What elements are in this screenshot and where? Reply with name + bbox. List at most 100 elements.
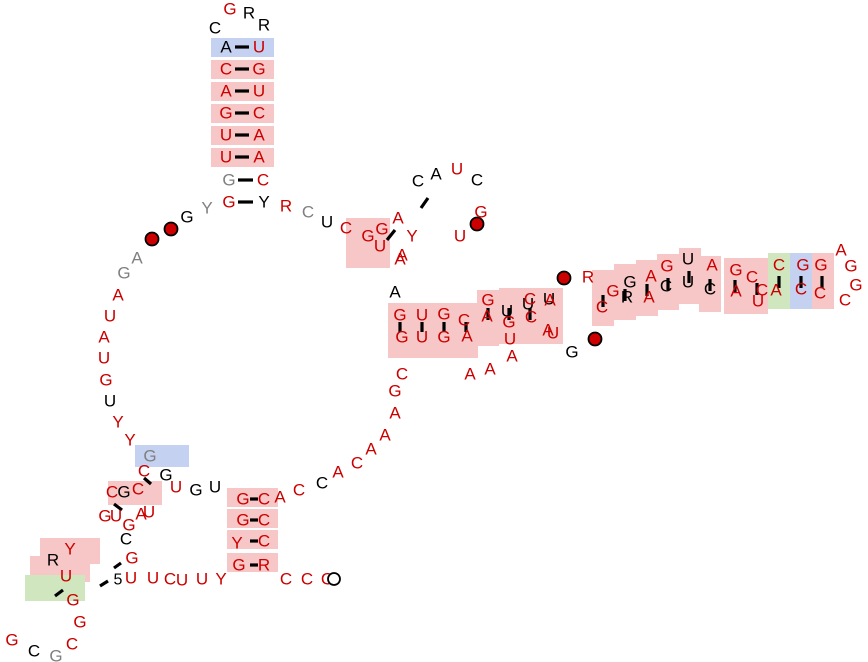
nucleotide: C xyxy=(773,256,785,275)
nucleotide: G xyxy=(49,647,62,662)
nucleotide: C xyxy=(340,219,352,238)
nucleotide: A xyxy=(506,347,518,366)
nucleotide: G xyxy=(236,490,249,509)
nucleotide: C xyxy=(316,474,328,493)
nucleotide: A xyxy=(770,281,782,300)
nucleotide: U xyxy=(543,290,555,309)
nucleotide: G xyxy=(844,257,857,276)
nucleotide: G xyxy=(122,516,135,535)
nucleotide: A xyxy=(464,365,476,384)
nucleotide: C xyxy=(258,511,270,530)
base-pair-bond xyxy=(99,579,109,588)
nucleotide: G xyxy=(117,264,130,283)
nucleotide: G xyxy=(814,256,827,275)
nucleotide: R xyxy=(258,556,270,575)
nucleotide: C xyxy=(814,284,826,303)
nucleotide: Y xyxy=(112,413,123,432)
nucleotide: G xyxy=(99,371,112,390)
nucleotide: U xyxy=(253,38,265,57)
nucleotide: C xyxy=(412,172,424,191)
nucleotide: A xyxy=(365,440,377,459)
nucleotide: C xyxy=(302,203,314,222)
nucleotide: G xyxy=(395,328,408,347)
nucleotide: Y xyxy=(215,570,226,589)
nucleotide: C xyxy=(458,311,470,330)
nucleotide: C xyxy=(756,281,768,300)
nucleotide: U xyxy=(60,567,72,586)
nucleotide: R xyxy=(243,4,255,23)
nucleotide: A xyxy=(220,38,232,57)
nucleotide: U xyxy=(98,349,110,368)
nucleotide: A xyxy=(730,282,742,301)
nucleotide: U xyxy=(220,148,232,167)
base-pair-highlight xyxy=(135,445,189,467)
modification-marker xyxy=(144,231,160,247)
nucleotide: U xyxy=(682,250,694,269)
nucleotide: G xyxy=(437,305,450,324)
nucleotide: U xyxy=(416,306,428,325)
nucleotide: U xyxy=(374,237,386,256)
nucleotide: R xyxy=(280,197,292,216)
nucleotide: C xyxy=(471,171,483,190)
nucleotide: G xyxy=(252,60,265,79)
nucleotide: C xyxy=(257,171,269,190)
nucleotide: G xyxy=(502,313,515,332)
base-pair-highlight xyxy=(227,553,278,572)
nucleotide: C xyxy=(106,483,118,502)
nucleotide: A xyxy=(645,267,657,286)
nucleotide: U xyxy=(504,330,516,349)
nucleotide: U xyxy=(752,292,764,311)
nucleotide: G xyxy=(66,591,79,610)
nucleotide: C xyxy=(258,532,270,551)
nucleotide: A xyxy=(131,249,143,268)
nucleotide: G xyxy=(606,282,619,301)
nucleotide: A xyxy=(220,82,232,101)
nucleotide: G xyxy=(388,382,401,401)
nucleotide: G xyxy=(143,447,156,466)
nucleotide: A xyxy=(379,426,391,445)
nucleotide: Y xyxy=(64,540,75,559)
base-pair-bond xyxy=(113,502,123,512)
nucleotide: A xyxy=(274,488,286,507)
base-pair-bond xyxy=(142,476,153,486)
nucleotide: U xyxy=(143,503,155,522)
nucleotide: G xyxy=(729,261,742,280)
nucleotide: Y xyxy=(201,199,212,218)
nucleotide: A xyxy=(389,404,401,423)
nucleotide: G xyxy=(159,466,172,485)
nucleotide: G xyxy=(393,306,406,325)
nucleotide: C xyxy=(704,280,716,299)
nucleotide: C xyxy=(351,454,363,473)
nucleotide: G xyxy=(98,507,111,526)
nucleotide: G xyxy=(236,511,249,530)
nucleotide: U xyxy=(176,571,188,590)
nucleotide: A xyxy=(542,321,554,340)
nucleotide: C xyxy=(524,290,536,309)
nucleotide: C xyxy=(28,642,40,661)
nucleotide: A xyxy=(484,360,496,379)
nucleotide: G xyxy=(565,343,578,362)
nucleotide: G xyxy=(437,328,450,347)
nucleotide: R xyxy=(621,288,633,307)
nucleotide: A xyxy=(135,505,147,524)
nucleotide: U xyxy=(451,160,463,179)
nucleotide: U xyxy=(253,82,265,101)
nucleotide: C xyxy=(525,308,537,327)
nucleotide: U xyxy=(547,324,559,343)
base-pair-highlight xyxy=(346,218,390,268)
nucleotide: A xyxy=(544,291,556,310)
nucleotide: U xyxy=(682,273,694,292)
nucleotide: A xyxy=(835,241,847,260)
nucleotide: C xyxy=(660,277,672,296)
nucleotide: U xyxy=(196,570,208,589)
nucleotide: C xyxy=(596,298,608,317)
nucleotide: G xyxy=(73,613,86,632)
nucleotide: A xyxy=(706,256,718,275)
modification-markers xyxy=(144,216,603,347)
nucleotide: U xyxy=(501,302,513,321)
nucleotide: G xyxy=(189,481,202,500)
nucleotide: C xyxy=(253,104,265,123)
nucleotide: G xyxy=(117,483,130,502)
